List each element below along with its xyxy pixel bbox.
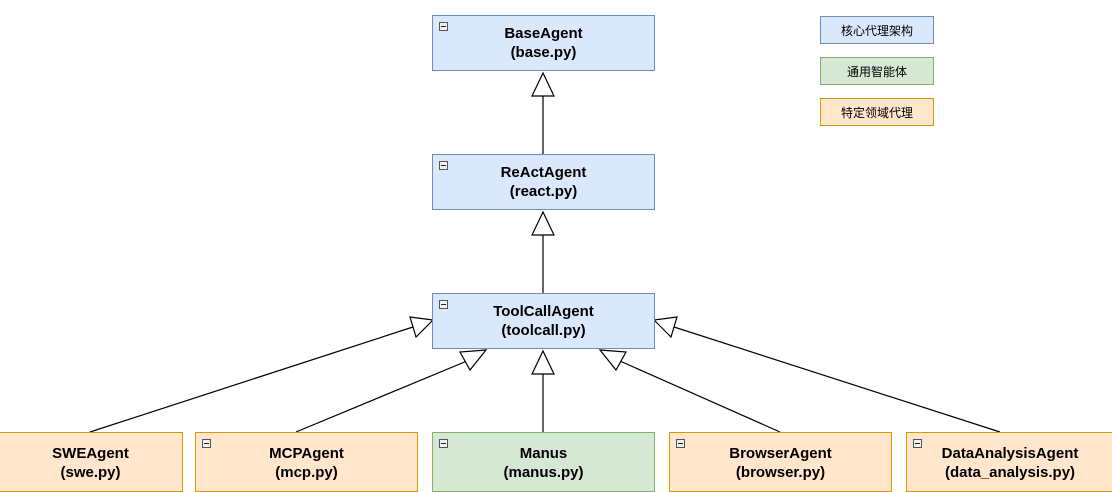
edge-mcp-to-toolcall bbox=[295, 360, 468, 433]
collapse-icon[interactable] bbox=[676, 439, 685, 448]
inheritance-arrowhead bbox=[459, 349, 488, 372]
node-title: BrowserAgent bbox=[729, 445, 832, 462]
legend-general: 通用智能体 bbox=[820, 57, 934, 85]
collapse-icon[interactable] bbox=[913, 439, 922, 448]
node-file: (browser.py) bbox=[735, 464, 826, 481]
legend-domain: 特定领域代理 bbox=[820, 98, 934, 126]
node-title: Manus bbox=[519, 445, 568, 462]
collapse-icon[interactable] bbox=[202, 439, 211, 448]
node-base-agent[interactable]: BaseAgent (base.py) bbox=[432, 15, 655, 71]
legend-label: 特定领域代理 bbox=[840, 105, 913, 120]
collapse-icon[interactable] bbox=[439, 439, 448, 448]
node-browser-agent[interactable]: BrowserAgent (browser.py) bbox=[669, 432, 892, 492]
collapse-icon[interactable] bbox=[439, 300, 448, 309]
node-file: (base.py) bbox=[510, 44, 577, 61]
node-file: (swe.py) bbox=[60, 464, 121, 481]
node-title: ToolCallAgent bbox=[493, 303, 594, 320]
node-title: MCPAgent bbox=[269, 445, 344, 462]
node-file: (mcp.py) bbox=[275, 464, 338, 481]
collapse-icon[interactable] bbox=[439, 22, 448, 31]
node-title: SWEAgent bbox=[52, 445, 129, 462]
node-react-agent[interactable]: ReActAgent (react.py) bbox=[432, 154, 655, 210]
inheritance-arrowhead bbox=[409, 316, 435, 339]
edge-browser-to-toolcall bbox=[619, 360, 781, 433]
node-toolcall-agent[interactable]: ToolCallAgent (toolcall.py) bbox=[432, 293, 655, 349]
edge-dataanalysis-to-toolcall bbox=[673, 326, 1001, 433]
inheritance-arrowhead bbox=[652, 316, 678, 339]
collapse-icon[interactable] bbox=[439, 161, 448, 170]
node-file: (toolcall.py) bbox=[501, 322, 586, 339]
node-data-analysis-agent[interactable]: DataAnalysisAgent (data_analysis.py) bbox=[906, 432, 1112, 492]
edge-swe-to-toolcall bbox=[89, 326, 414, 433]
inheritance-arrowhead bbox=[531, 71, 555, 97]
legend-core: 核心代理架构 bbox=[820, 16, 934, 44]
node-manus[interactable]: Manus (manus.py) bbox=[432, 432, 655, 492]
node-file: (react.py) bbox=[509, 183, 578, 200]
inheritance-arrowhead bbox=[531, 210, 555, 236]
legend-label: 通用智能体 bbox=[846, 64, 907, 79]
node-swe-agent[interactable]: SWEAgent (swe.py) bbox=[0, 432, 183, 492]
inheritance-arrowhead bbox=[598, 349, 627, 372]
node-file: (manus.py) bbox=[503, 464, 584, 481]
node-title: BaseAgent bbox=[504, 25, 583, 42]
node-title: ReActAgent bbox=[500, 164, 587, 181]
node-title: DataAnalysisAgent bbox=[941, 445, 1079, 462]
node-file: (data_analysis.py) bbox=[944, 464, 1076, 481]
legend-label: 核心代理架构 bbox=[840, 23, 913, 38]
inheritance-arrowhead bbox=[531, 349, 555, 375]
node-mcp-agent[interactable]: MCPAgent (mcp.py) bbox=[195, 432, 418, 492]
